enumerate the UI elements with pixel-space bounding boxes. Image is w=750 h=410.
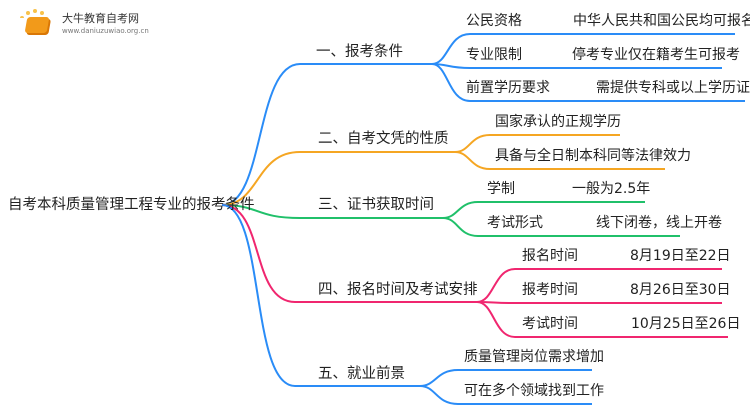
leaf-value: 停考专业仅在籍考生可报考	[572, 47, 740, 63]
branch-3-lines	[221, 201, 680, 237]
leaf-value: 8月26日至30日	[630, 282, 731, 298]
leaf-value: 8月19日至22日	[630, 248, 731, 264]
logo-url: www.daniuzuwiao.org.cn	[62, 27, 149, 35]
leaf-key: 前置学历要求	[466, 80, 550, 96]
leaf-key: 报名时间	[522, 248, 578, 264]
branch-3-label: 三、证书获取时间	[318, 197, 434, 213]
book-icon	[24, 17, 50, 33]
leaf-value: 中华人民共和国公民均可报名	[573, 13, 750, 29]
branch-2-label: 二、自考文凭的性质	[318, 131, 449, 147]
branch-4-label: 四、报名时间及考试安排	[318, 282, 478, 298]
root-node: 自考本科质量管理工程专业的报考条件	[8, 197, 255, 213]
leaf-key: 公民资格	[466, 13, 522, 29]
leaf-key: 报考时间	[522, 282, 578, 298]
leaf-key: 考试形式	[487, 215, 543, 231]
leaf-value: 一般为2.5年	[572, 181, 651, 197]
branch-1-lines	[221, 33, 745, 206]
branch-5-lines	[221, 204, 592, 405]
branch-1-label: 一、报考条件	[316, 44, 403, 60]
sun-dots-icon	[20, 9, 44, 18]
leaf-key: 质量管理岗位需求增加	[464, 349, 604, 365]
leaf-key: 学制	[487, 181, 515, 197]
leaf-key: 国家承认的正规学历	[495, 114, 621, 130]
site-logo: 大牛教育自考网 www.daniuzuwiao.org.cn	[18, 9, 149, 38]
branch-5-label: 五、就业前景	[318, 366, 405, 382]
branch-2-lines	[221, 134, 665, 206]
leaf-key: 专业限制	[466, 47, 522, 63]
leaf-value: 线下闭卷，线上开卷	[596, 215, 722, 231]
leaf-value: 需提供专科或以上学历证书	[596, 80, 750, 96]
branch-4-lines	[221, 204, 728, 338]
leaf-key: 考试时间	[522, 316, 578, 332]
leaf-key: 具备与全日制本科同等法律效力	[495, 148, 691, 164]
leaf-value: 10月25日至26日	[631, 316, 741, 332]
logo-name: 大牛教育自考网	[62, 12, 139, 25]
leaf-key: 可在多个领域找到工作	[464, 383, 604, 399]
